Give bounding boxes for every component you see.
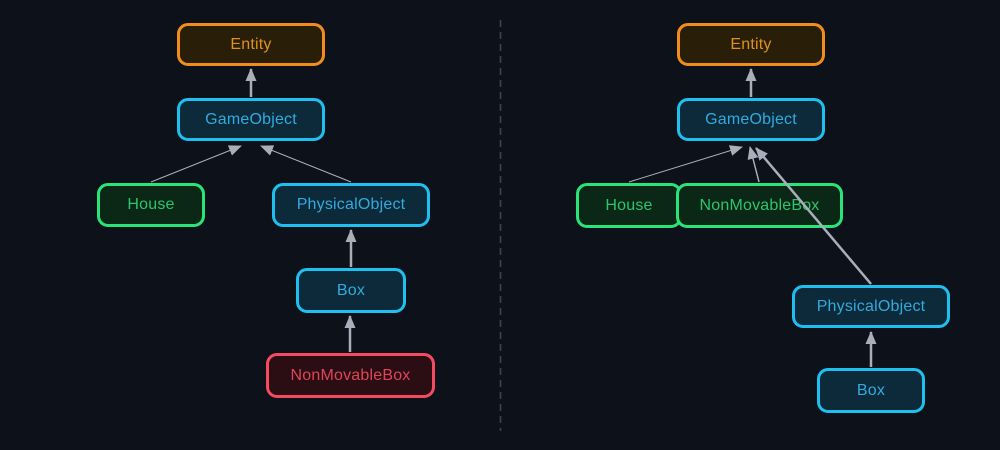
left-node-box: Box <box>296 268 406 313</box>
left-edge-physicalobject-to-gameobject <box>260 145 352 183</box>
right-edge-house-to-gameobject <box>628 145 743 183</box>
left-edge-house-to-gameobject <box>150 145 242 183</box>
left-node-house: House <box>97 183 205 227</box>
left-node-physicalobject: PhysicalObject <box>272 183 430 227</box>
right-node-nonmovablebox: NonMovableBox <box>676 183 843 228</box>
right-node-box: Box <box>817 368 925 413</box>
right-node-house: House <box>576 183 682 228</box>
right-edge-nonmovablebox-to-gameobject <box>747 146 760 183</box>
right-node-physicalobject: PhysicalObject <box>792 285 950 328</box>
left-node-gameobject: GameObject <box>177 98 325 141</box>
left-node-nonmovablebox: NonMovableBox <box>266 353 435 398</box>
right-node-gameobject: GameObject <box>677 98 825 141</box>
right-node-entity: Entity <box>677 23 825 66</box>
left-node-entity: Entity <box>177 23 325 66</box>
